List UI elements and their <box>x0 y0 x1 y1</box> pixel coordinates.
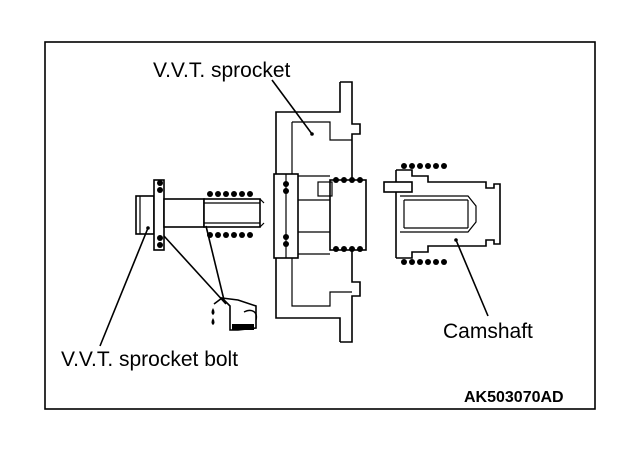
camshaft <box>383 169 501 259</box>
figure-code: AK503070AD <box>464 389 564 406</box>
bolt-oil-dots <box>157 180 253 248</box>
camshaft-leader-line <box>455 239 489 317</box>
camshaft-oil-dots <box>401 163 447 265</box>
bolt-label: V.V.T. sprocket bolt <box>61 348 238 371</box>
oil-drop-icon <box>211 308 215 325</box>
sprocket-bolt <box>135 179 265 251</box>
oil-leader-line-1 <box>163 235 227 305</box>
sprocket-leader-line <box>271 79 313 135</box>
camshaft-label: Camshaft <box>443 320 533 343</box>
oil-leader-line-2 <box>205 225 225 301</box>
sprocket-label: V.V.T. sprocket <box>153 59 291 82</box>
vvt-sprocket <box>273 81 367 343</box>
diagram-frame <box>44 41 596 410</box>
sprocket-oil-dots <box>283 177 363 252</box>
bolt-leader-line <box>99 227 149 347</box>
oil-can-icon <box>213 296 258 331</box>
